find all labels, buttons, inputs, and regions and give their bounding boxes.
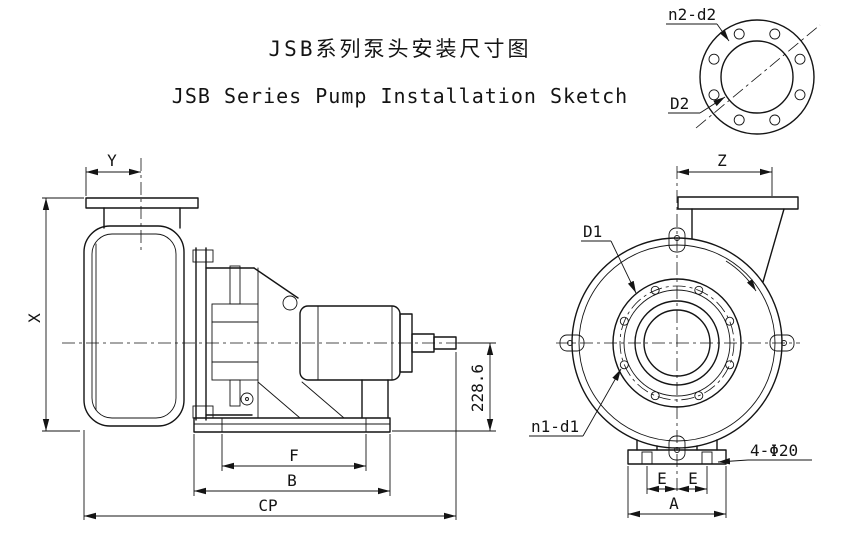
rotation-arrow: [725, 260, 757, 292]
dim-228-6-label: 228.6: [468, 364, 487, 412]
pump-feet: [627, 439, 727, 465]
gland-stud-bottom: [229, 379, 241, 407]
flange-bolt-holes: [708, 28, 806, 126]
flange-detail-centerline: [695, 24, 821, 129]
gland-stud-top: [229, 265, 241, 305]
joint-bolt-top: [192, 249, 214, 263]
suction-bolt-holes: [619, 285, 735, 401]
label-n1-d1: n1-d1: [529, 368, 622, 437]
drain-plug: [240, 392, 254, 406]
dim-b: B: [193, 434, 391, 496]
suction-flange-circle: [612, 278, 742, 408]
seal-housing: [211, 303, 259, 381]
suction-flange: [85, 197, 199, 209]
flange-diameter-label: D2: [670, 94, 689, 113]
anchor-bolts-label: 4-Φ20: [750, 441, 798, 460]
dim-228-6: 228.6: [392, 342, 496, 432]
volute-casing: [83, 225, 185, 427]
flange-outer-circle: [699, 19, 815, 135]
foot-base: [627, 449, 727, 465]
label-anchor-bolts: 4-Φ20: [717, 441, 812, 465]
anchor-slot-left: [641, 451, 653, 465]
baseplate: [193, 417, 391, 433]
end-holes-label: n1-d1: [531, 417, 579, 436]
flange-inner-circle: [720, 40, 794, 114]
anchor-slot-right: [701, 451, 713, 465]
title-english: JSB Series Pump Installation Sketch: [172, 84, 628, 108]
dim-a: A: [627, 466, 727, 518]
bracket-hole: [282, 295, 298, 311]
shaft-end: [433, 336, 457, 350]
dim-e-left-label: E: [657, 469, 667, 488]
side-view: [62, 158, 476, 433]
dim-x-label: X: [25, 313, 44, 323]
title-chinese: JSB系列泵头安装尺寸图: [269, 37, 532, 61]
label-d1: D1: [581, 222, 637, 294]
casing-outer-circle: [571, 237, 783, 449]
title-block: JSB系列泵头安装尺寸图 JSB Series Pump Installatio…: [172, 37, 628, 108]
discharge-flange: [677, 196, 799, 210]
suction-bore-circle: [643, 309, 711, 377]
dim-z-label: Z: [717, 151, 727, 170]
flange-detail-view: n2-d2 D2: [666, 5, 821, 135]
label-d2: D2: [668, 94, 726, 114]
dim-f-label: F: [289, 446, 299, 465]
dim-y: Y: [85, 151, 141, 196]
dim-a-label: A: [669, 494, 679, 513]
bolt-pitch-circle: [619, 285, 735, 401]
dim-y-label: Y: [107, 151, 117, 170]
dim-cp: CP: [83, 352, 457, 520]
dim-e: E E: [646, 466, 708, 494]
flange-holes-label: n2-d2: [668, 5, 716, 24]
label-n2-d2: n2-d2: [666, 5, 730, 42]
dim-d1-label: D1: [583, 222, 602, 241]
dim-cp-label: CP: [258, 496, 277, 515]
dim-e-right-label: E: [688, 469, 698, 488]
dim-z: Z: [677, 151, 773, 196]
casing-lugs: [559, 227, 795, 461]
dim-f: F: [221, 434, 367, 471]
dim-x: X: [25, 197, 84, 432]
end-view: D1 n1-d1 4-Φ20: [529, 166, 812, 494]
dim-b-label: B: [287, 471, 297, 490]
